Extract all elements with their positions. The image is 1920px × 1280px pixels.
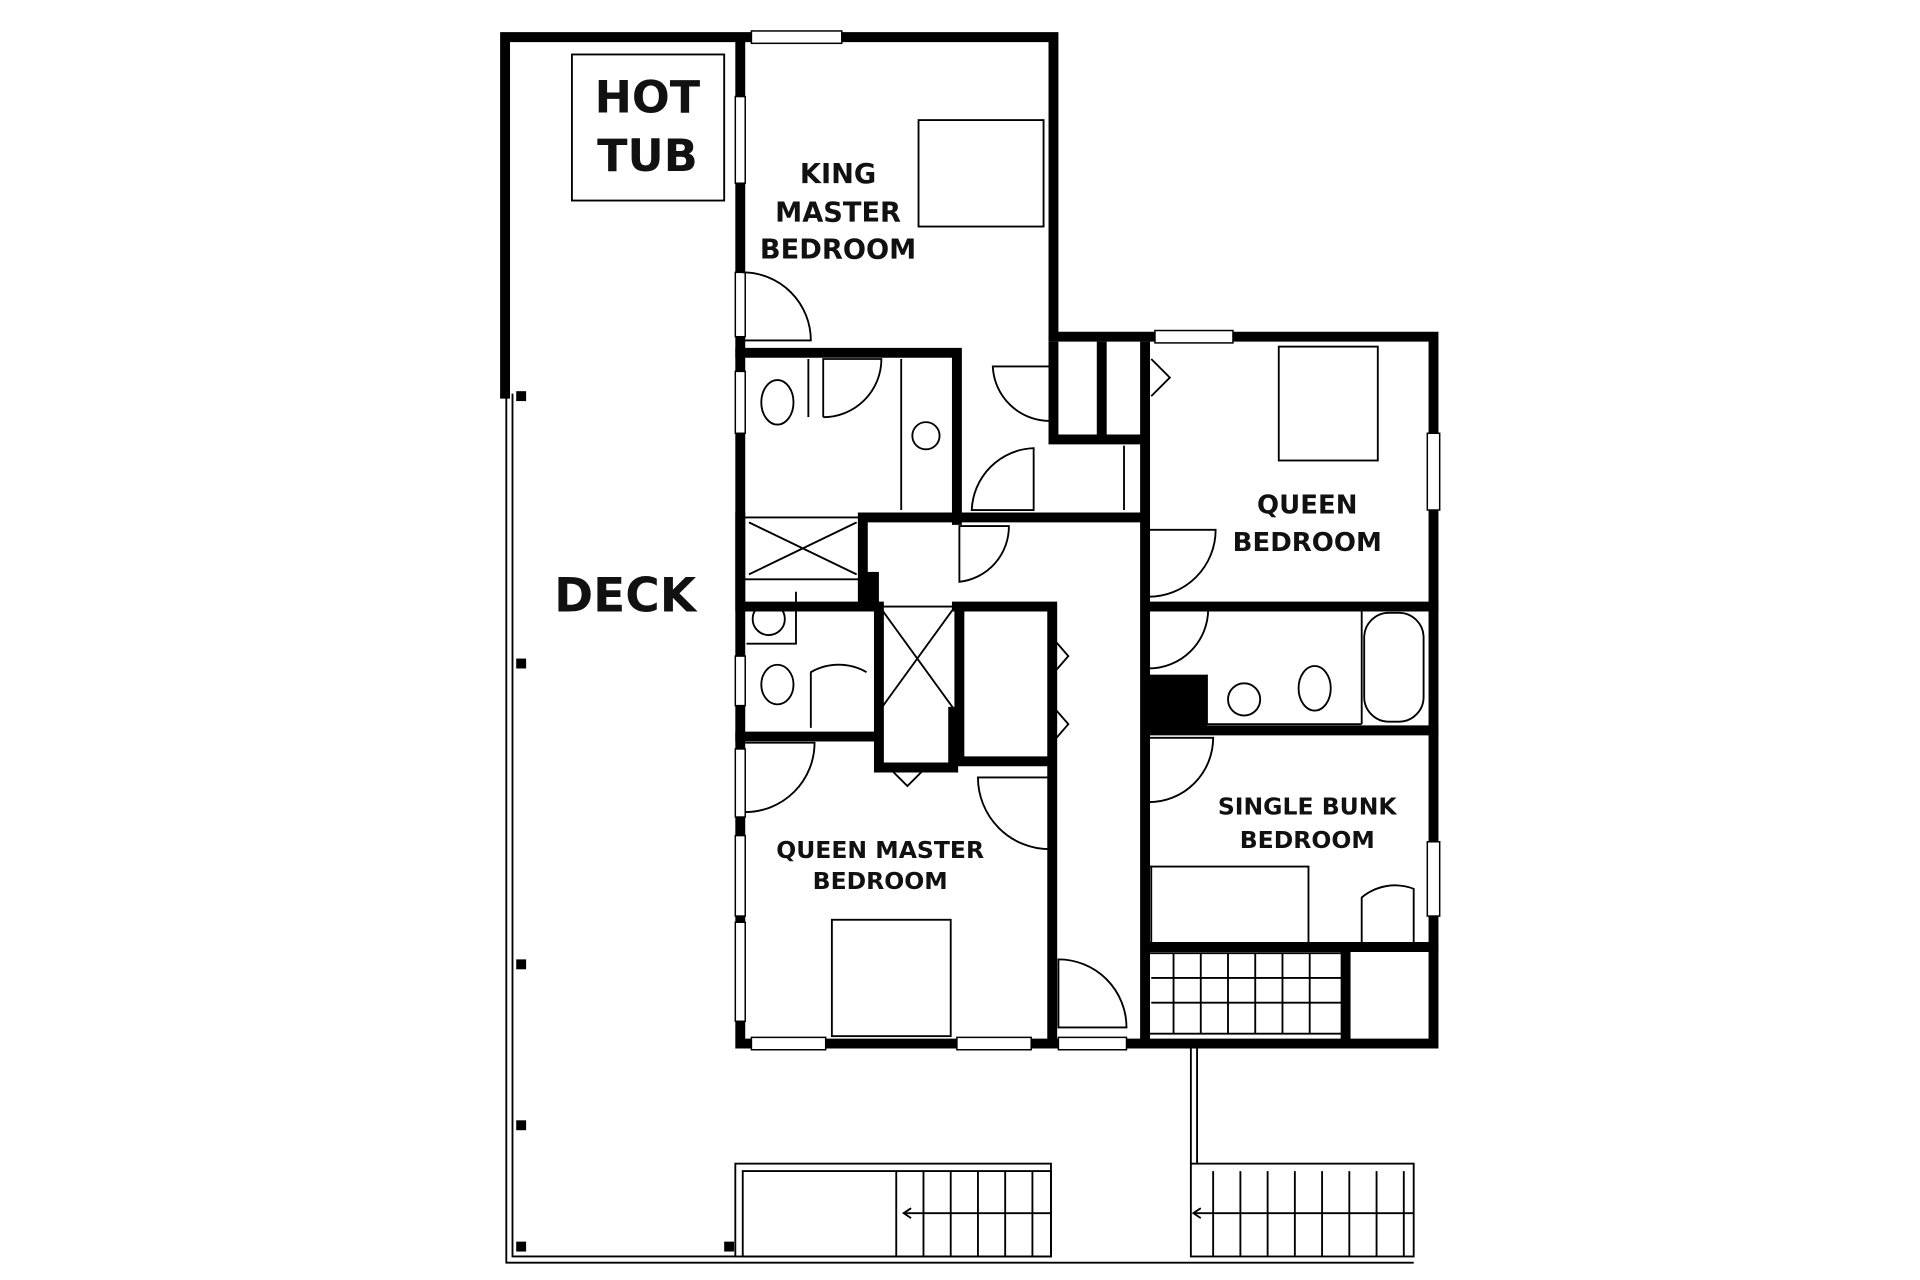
deck-outline bbox=[505, 391, 1414, 1264]
queen-master-bed bbox=[830, 918, 952, 1038]
exterior-stairs-left bbox=[734, 1162, 1052, 1258]
toilet-icon bbox=[760, 663, 795, 706]
queen-bed bbox=[1277, 345, 1379, 462]
toilet-icon bbox=[1297, 665, 1332, 712]
hot-tub bbox=[570, 53, 726, 202]
sink-icon bbox=[751, 601, 786, 636]
exterior-stairs-right bbox=[1189, 1162, 1415, 1258]
sink-icon bbox=[911, 421, 941, 451]
sink-icon bbox=[1227, 682, 1262, 717]
exterior-walls bbox=[500, 32, 1439, 1049]
windows bbox=[734, 30, 1441, 1051]
king-bed bbox=[917, 119, 1045, 228]
doors bbox=[742, 271, 1415, 1029]
fixtures bbox=[751, 119, 1425, 1038]
bathtub bbox=[1363, 611, 1425, 723]
toilet-icon bbox=[760, 379, 795, 426]
deck-label: DECK bbox=[554, 569, 698, 624]
interior-walls bbox=[735, 341, 1439, 1049]
